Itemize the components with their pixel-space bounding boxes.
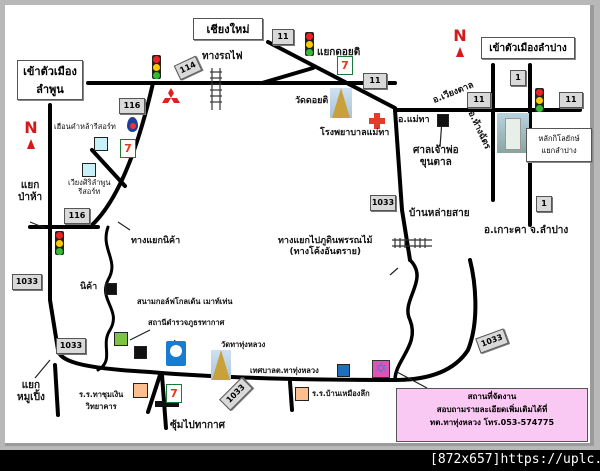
shrine-marker [437,114,449,127]
label-wat-doi-ti: วัดดอยติ [295,96,329,106]
watermark-text: [872x657]https://uplc.me/ [430,452,600,467]
bank-logo-icon [166,341,186,366]
label-railway: ทางรถไฟ [202,51,243,62]
route-11-shield: 11 [467,92,491,108]
seven-eleven-icon: 7 [166,384,182,403]
label-ban-lai-sai: บ้านหล่ายสาย [409,208,470,219]
municipality-marker [337,364,350,377]
route-1-shield: 1 [536,196,552,212]
label-mae-tha-district: อ.แม่ทา [398,115,430,125]
resort-marker [94,137,108,151]
traffic-light-icon [305,32,314,56]
label-nikhom-junction: ทางแยกนิค้า [131,236,181,246]
temple-tha-thung-luang-icon [211,350,231,380]
police-station-marker [134,346,147,359]
label-mae-tha-hospital: โรงพยาบาลแม่ทา [320,128,390,138]
school-marker [133,383,148,398]
label-school-2: ร.ร.บ้านเหมืองลึก [312,389,370,398]
resort-marker [82,163,96,177]
label-weather-station: สถานีตำรวจภูธรทากาศ [148,318,225,327]
milestone-label: หลักกิโลยักษ์แยกลำปาง [526,128,592,162]
route-11-shield: 11 [559,92,583,108]
route-1-shield: 1 [510,70,526,86]
golf-marker [114,332,128,346]
label-golf: สนามกอล์ฟโกลเด้น เมาท์เท่น [137,297,233,306]
nikhom-marker [105,283,117,295]
traffic-light-icon [535,88,544,112]
lamphun-box: เข้าตัวเมืองลำพูน [17,60,83,100]
traffic-light-icon [55,231,64,255]
temple-doi-ti-icon [330,88,352,118]
route-1033-shield: 1033 [56,338,86,354]
north-arrow-icon: N [24,120,38,149]
label-resort-2: เวียงศิริลำพูนรีสอร์ท [68,178,111,196]
seven-eleven-icon: 7 [337,56,353,75]
route-116-shield: 116 [64,208,90,224]
school-marker [295,387,309,401]
label-doi-ti-junction: แยกดอยติ [317,47,361,58]
route-1033-shield: 1033 [370,195,396,211]
route-1033-shield: 1033 [12,274,42,290]
gas-station-icon [127,117,138,132]
label-school-1: ร.ร.ทาชุมเงินวิทยาคาร [79,390,124,411]
route-116-shield: 116 [119,98,145,114]
lampang-box: เข้าตัวเมืองลำปาง [481,37,575,59]
label-nikhom: นิค้า [80,282,98,292]
north-arrow-icon: N [453,28,467,57]
route-11-shield: 11 [363,73,387,89]
milestone-photo [497,113,529,153]
venue-star-icon: ✡ [372,360,390,378]
traffic-light-icon [152,55,161,79]
seven-eleven-icon: 7 [120,139,136,158]
label-mu-pueng: แยกหมูเปิ้ง [17,380,45,403]
chiang-mai-box: เชียงใหม่ [193,18,263,40]
label-phu-din: ทางแยกไปภูดินพรรณไม้(ทางโค้งอันตราย) [278,236,373,257]
venue-info-box: สถานที่จัดงาน สอบถามรายละเอียดเพิ่มเติมไ… [396,388,588,442]
route-11-shield: 11 [272,29,294,45]
label-arch: ซุ้มไปทากาศ [170,420,225,431]
label-wat-tha-thung-luang: วัดทาทุ่งหลวง [221,340,266,349]
map-canvas [5,5,594,446]
label-pa-hia: แยกป่าห้า [18,180,43,203]
hospital-icon [369,113,385,129]
label-municipality: เทศบาลต.ทาทุ่งหลวง [250,366,319,375]
label-ko-kha: อ.เกาะคา จ.ลำปาง [484,225,569,236]
mitsubishi-logo-icon [160,88,182,108]
label-shrine: ศาลเจ้าพ่อขุนตาล [413,145,459,168]
label-resort-1: เฮือนคำหล้ารีสอร์ท [54,122,116,131]
